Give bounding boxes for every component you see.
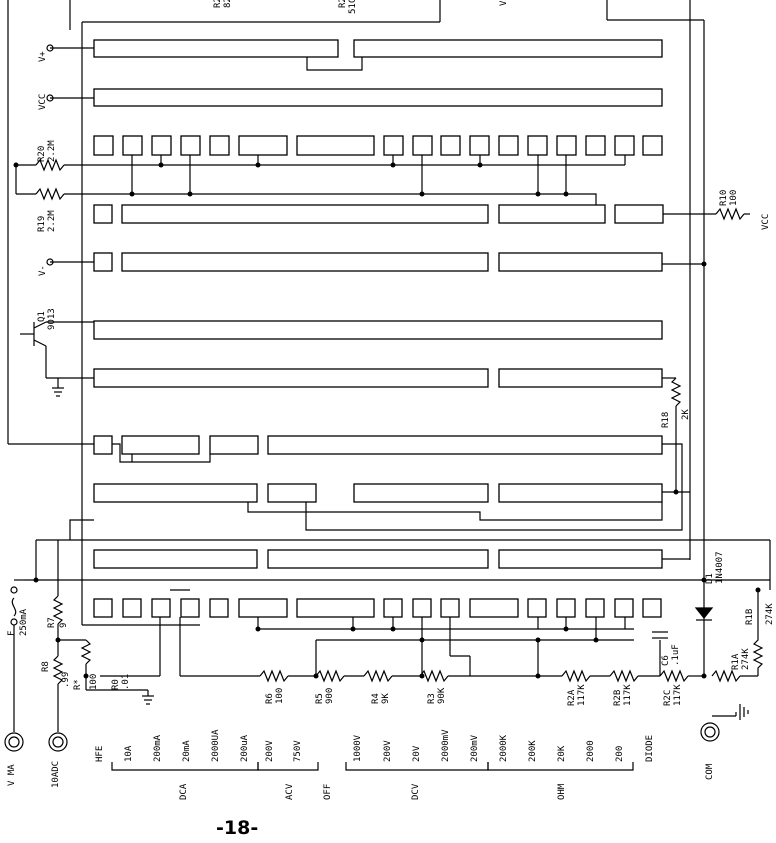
c6-label: C6 xyxy=(661,655,671,666)
range-label: 200V xyxy=(383,740,393,762)
r2b-partial-label: R2 xyxy=(338,0,348,8)
v-plus-label: V+ xyxy=(38,51,48,62)
range-legend: HFE 10A 200mA 20mA 2000UA 200uA 200V 750… xyxy=(95,729,655,800)
r19-label: R19 xyxy=(37,216,47,232)
fuse-label: F xyxy=(7,631,17,636)
fuse-value: 250mA xyxy=(19,608,29,636)
v-minus-label: V- xyxy=(38,265,48,276)
r10-label: R10 xyxy=(719,190,729,206)
r1b-label: R1B xyxy=(745,609,755,625)
rstar-label: R* xyxy=(73,679,83,690)
d1-value: 1N4007 xyxy=(715,551,725,584)
wiring xyxy=(7,0,771,732)
range-label: 200mA xyxy=(153,734,163,762)
r4-value: 9K xyxy=(381,693,391,704)
com-terminal-label: COM xyxy=(705,763,715,780)
range-label: HFE xyxy=(95,746,105,762)
r2c-value: 117K xyxy=(673,684,683,706)
range-label: 1000V xyxy=(353,734,363,762)
r8-value: .99 xyxy=(61,672,71,688)
r19-value: 2.2M xyxy=(47,210,57,232)
range-label: 10A xyxy=(124,745,134,762)
r5-label: R5 xyxy=(315,693,325,704)
rstar-value: 100 xyxy=(89,674,99,690)
d1-label: D1 xyxy=(705,573,715,584)
range-label: 2000K xyxy=(499,734,509,762)
range-label: 2000 xyxy=(586,740,596,762)
v-partial-label: V xyxy=(499,0,509,6)
range-label: 200V xyxy=(265,740,275,762)
r7-label: R7 xyxy=(47,617,57,628)
range-label: 200 xyxy=(615,746,625,762)
r18-value: 2K xyxy=(681,409,691,420)
r7-value: 9 xyxy=(59,623,69,628)
r3-value: 90K xyxy=(437,687,447,704)
r2b-label: R2B xyxy=(613,690,623,706)
r18-label: R18 xyxy=(661,412,671,428)
r3-label: R3 xyxy=(427,693,437,704)
switch-rows xyxy=(93,39,664,618)
r20-value: 2.2M xyxy=(47,140,57,162)
r2b-value: 117K xyxy=(623,684,633,706)
component-labels: Q1 9013 F 250mA D1 1N4007 C6 .1uF xyxy=(7,308,725,666)
group-label-off: OFF xyxy=(323,784,333,800)
10adc-terminal-label: 10ADC xyxy=(51,761,61,788)
resistor-labels: R20 2.2M R19 2.2M R10 100 R18 2K R7 9 R8… xyxy=(37,140,775,706)
r2b-partial-value: 51C xyxy=(348,0,358,14)
r2a-label: R2A xyxy=(567,689,577,706)
r2a-value: 117K xyxy=(577,684,587,706)
range-label: 750V xyxy=(293,740,303,762)
r5-value: 900 xyxy=(325,688,335,704)
r0-label: R0 xyxy=(111,679,121,690)
range-label: 20mA xyxy=(182,740,192,762)
r1a-label: R1A xyxy=(731,653,741,670)
supply-labels: V+ VCC V- VCC xyxy=(38,51,771,276)
r0-value: .01 xyxy=(121,674,131,690)
r6-label: R6 xyxy=(265,693,275,704)
range-label: 2000mV xyxy=(441,729,451,762)
r2c-label: R2C xyxy=(663,690,673,706)
terminal-jacks xyxy=(4,44,720,752)
r2-partial-value: 82 xyxy=(223,0,233,8)
range-label: 200K xyxy=(528,740,538,762)
top-partial-labels: R2 82 R2 51C V xyxy=(213,0,509,14)
group-label-ohm: OHM xyxy=(557,783,567,800)
c6-value: .1uF xyxy=(671,644,681,666)
page-number: -18- xyxy=(216,817,258,839)
vcc-right-label: VCC xyxy=(761,214,771,230)
r1b-value: 274K xyxy=(765,603,775,625)
r1a-value: 274K xyxy=(741,648,751,670)
range-label: 20V xyxy=(412,745,422,762)
r10-value: 100 xyxy=(729,190,739,206)
vcc-left-label: VCC xyxy=(38,94,48,110)
r4-label: R4 xyxy=(371,693,381,704)
r20-label: R20 xyxy=(37,146,47,162)
vma-terminal-label: V MA xyxy=(7,764,17,786)
group-label-dca: DCA xyxy=(179,783,189,800)
r6-value: 100 xyxy=(275,688,285,704)
range-label: 20K xyxy=(557,745,567,762)
junction-dots xyxy=(13,162,761,679)
range-label: 200mV xyxy=(470,734,480,762)
group-label-acv: ACV xyxy=(285,783,295,800)
q1-label: Q1 xyxy=(37,311,47,322)
range-label: DIODE xyxy=(645,735,655,762)
range-label: 2000UA xyxy=(211,729,221,762)
r2-partial-label: R2 xyxy=(213,0,223,8)
r8-label: R8 xyxy=(41,661,51,672)
terminal-labels: V MA 10ADC COM xyxy=(7,761,715,788)
q1-value: 9013 xyxy=(47,308,57,330)
group-label-dcv: DCV xyxy=(411,783,421,800)
range-label: 200uA xyxy=(240,734,250,762)
